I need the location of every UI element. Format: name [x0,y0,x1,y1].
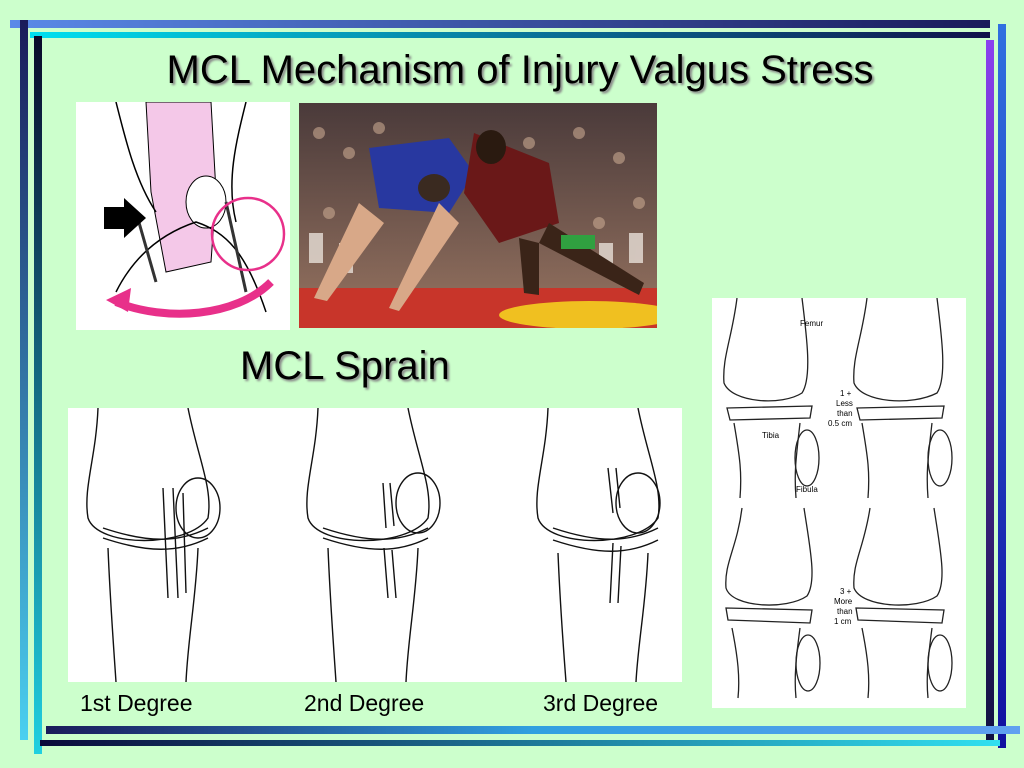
grade3-line4: 1 cm [834,617,852,626]
frame-top-bar [10,20,990,28]
grade3-line2: More [834,597,853,606]
frame-bottom-bar [46,726,1020,734]
label-fibula: Fibula [796,485,818,494]
grade1-line2: Less [836,399,853,408]
grade1-line4: 0.5 cm [828,419,852,428]
frame-left-bar [20,20,28,740]
degree-label-2: 2nd Degree [304,690,425,716]
wrestling-photo [299,103,657,328]
grade3-line1: 3 + [840,587,852,596]
frame-left-bar-dark [34,36,42,754]
frame-bottom-bar-cyan [40,740,1000,746]
frame-top-bar-cyan [30,32,990,38]
grade1-line1: 1 + [840,389,852,398]
degree-label-1: 1st Degree [80,690,193,716]
grade3-line3: than [837,607,853,616]
frame-right-bar [986,40,994,740]
frame-right-bar-blue [998,24,1006,748]
grade1-line3: than [837,409,853,418]
section-subtitle: MCL Sprain [240,344,450,388]
sprain-degree-illustrations [68,408,682,682]
knee-valgus-illustration [76,102,290,330]
knee-xray-grades: Femur Tibia Fibula 1 + Less than 0.5 cm … [712,298,966,708]
label-tibia: Tibia [762,431,780,440]
degree-label-3: 3rd Degree [543,690,659,716]
slide-title: MCL Mechanism of Injury Valgus Stress [166,48,874,92]
label-femur: Femur [800,319,823,328]
